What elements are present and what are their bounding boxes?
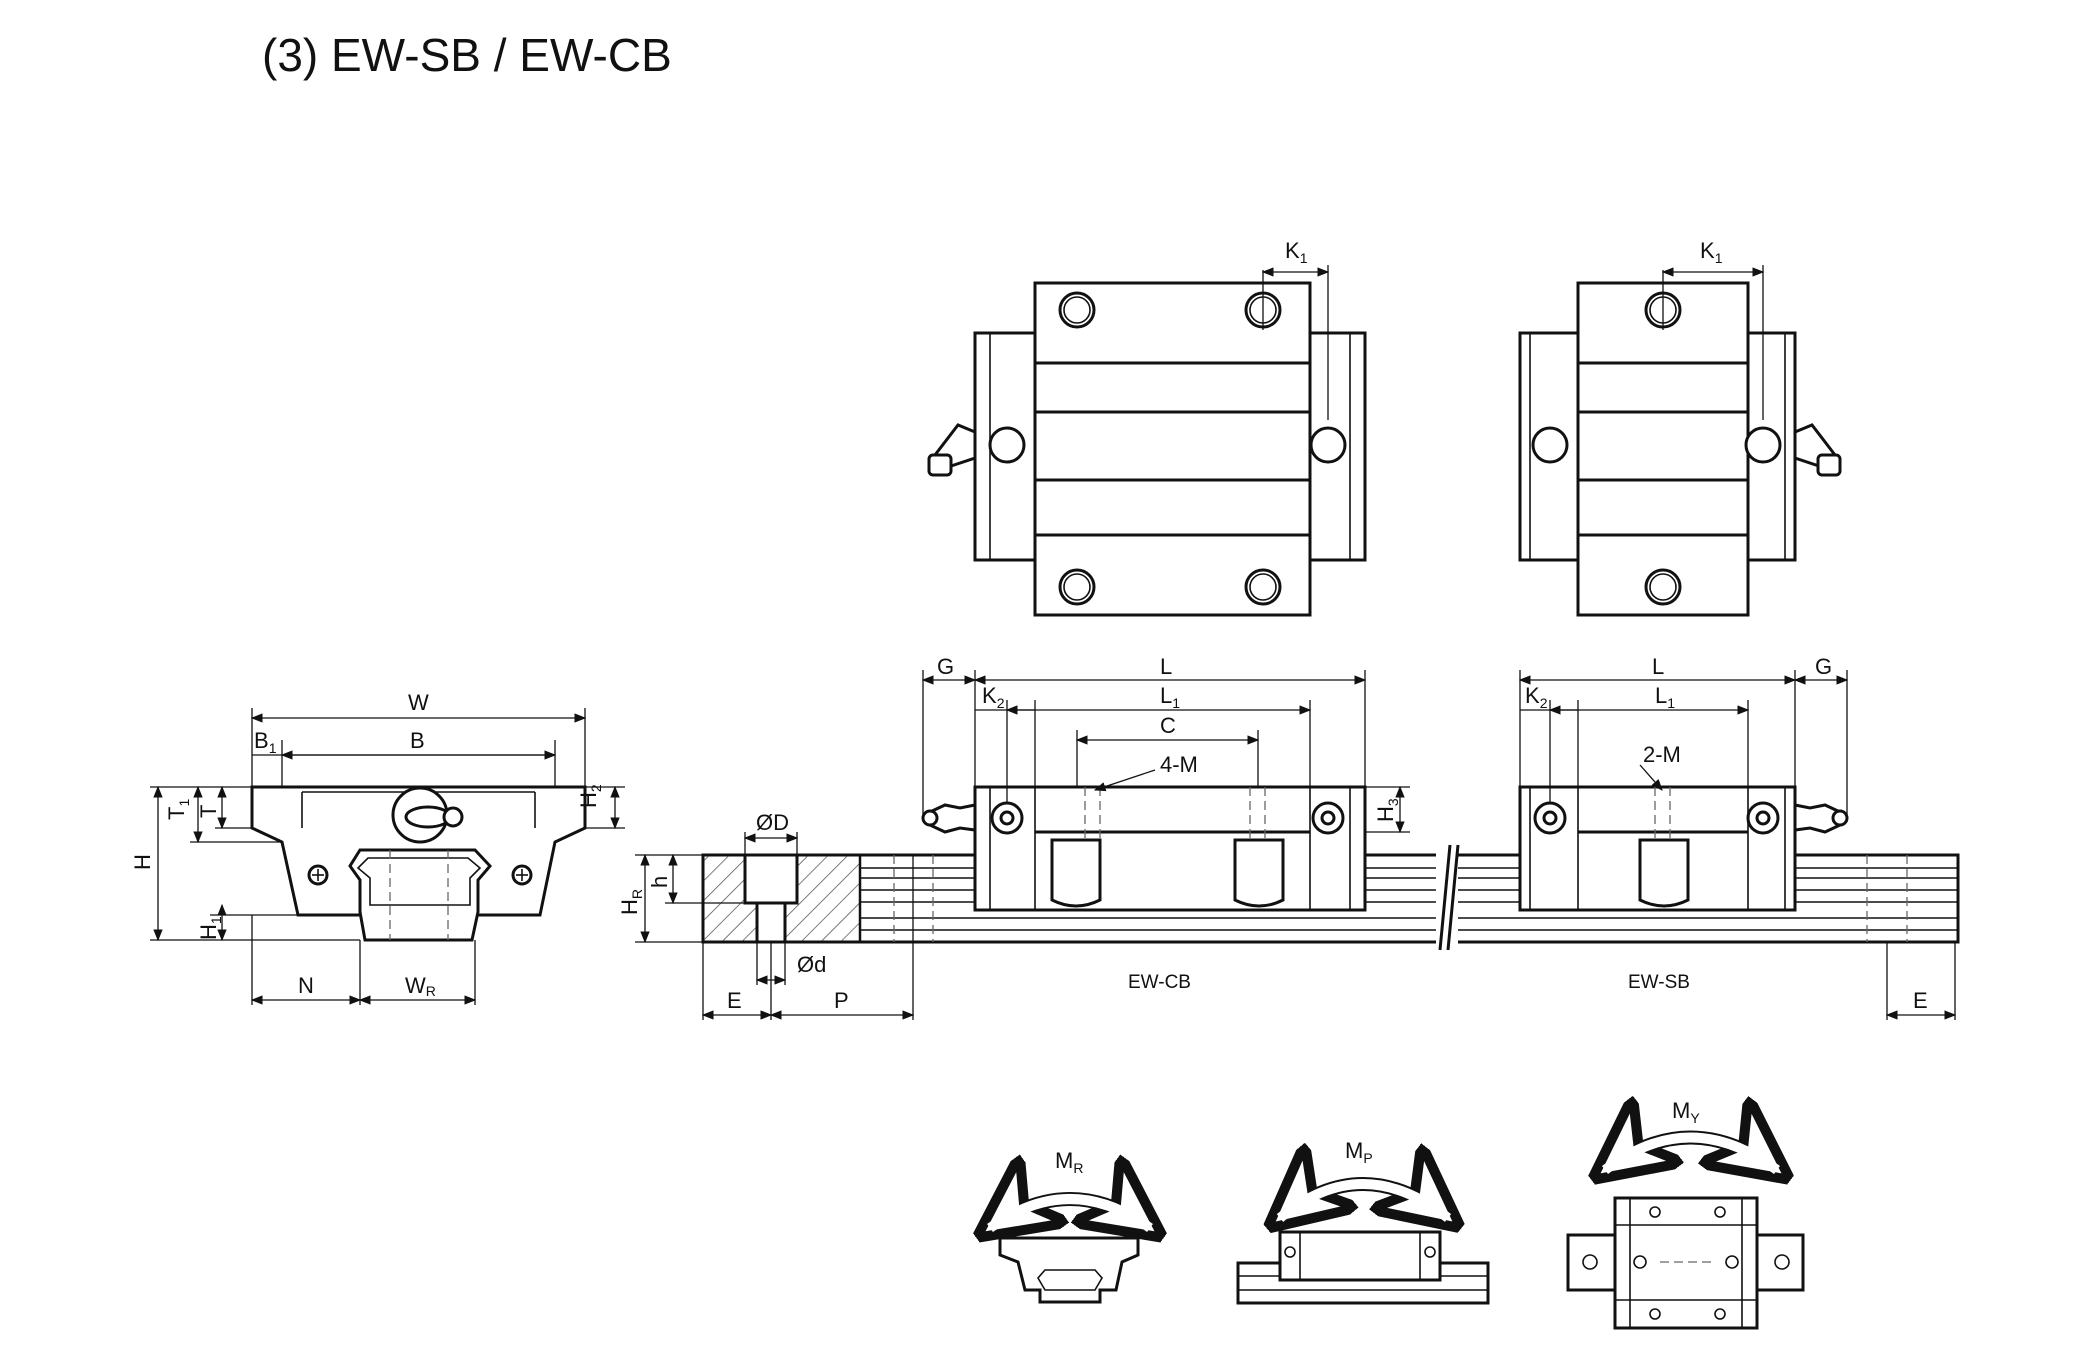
dim-W: W [408,690,429,715]
side-view [701,785,1960,951]
dim-T: T [196,805,221,818]
moment-mp-icon: MP [1236,1138,1490,1305]
dim-N: N [298,973,314,998]
dim-H3: H3 [1373,798,1401,822]
dim-L1-sb: L1 [1655,683,1675,711]
label-MY: MY [1672,1098,1700,1126]
dim-B: B [410,728,425,753]
dim-L-cb: L [1160,654,1172,679]
label-MR: MR [1055,1148,1083,1176]
dim-Od: Ød [797,952,826,977]
caption-ewsb: EW-SB [1628,972,1690,993]
page-title: (3) EW-SB / EW-CB [262,29,672,81]
label-2M: 2-M [1643,742,1681,767]
side-view-dimensions: ØD Ød HR h E P E G L [617,654,1957,1020]
dim-K1-top-left: K1 [1285,238,1308,266]
dim-G-right: G [1815,654,1832,679]
moment-my-icon: MY [1566,1098,1805,1330]
dim-B1: B1 [254,728,277,756]
dim-H2: H2 [576,784,604,808]
dim-L1-cb: L1 [1160,683,1180,711]
dim-HR: HR [617,889,645,915]
dim-E-right: E [1913,988,1928,1013]
dim-L-sb: L [1652,654,1664,679]
dim-WR: WR [405,973,436,999]
label-MP: MP [1345,1138,1373,1166]
dim-K2-sb: K2 [1525,683,1548,711]
dim-K2-cb: K2 [982,683,1005,711]
top-view-ewsb: K1 [1518,238,1842,617]
dim-P: P [834,988,849,1013]
dim-H1: H1 [196,916,224,940]
label-4M: 4-M [1160,752,1198,777]
dim-H: H [130,854,155,870]
dim-OD: ØD [756,810,789,835]
dim-K1-top-right: K1 [1700,238,1723,266]
top-view-ewcb: K1 [927,238,1367,617]
front-view-dimensions: W B1 B H2 T1 T H H1 N WR [130,690,625,1005]
front-rail [348,848,493,942]
dim-G-left: G [937,654,954,679]
dim-T1: T1 [164,799,192,820]
caption-ewcb: EW-CB [1128,972,1191,993]
dim-E-left: E [727,988,742,1013]
dim-h: h [647,876,672,888]
moment-mr-icon: MR [990,1148,1150,1304]
front-view [250,785,587,942]
dim-C: C [1160,713,1176,738]
